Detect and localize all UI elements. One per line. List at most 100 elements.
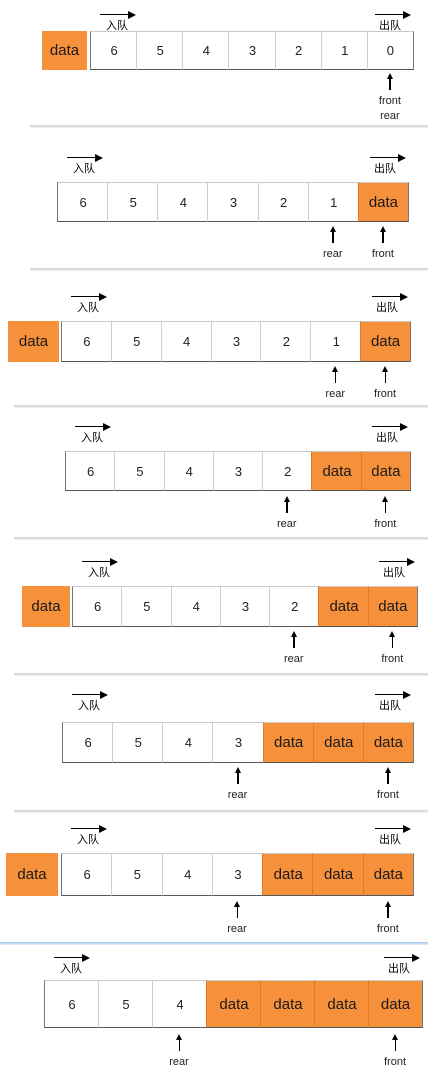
enqueue-label: 入队 [60, 963, 82, 975]
enqueue-label: 入队 [73, 163, 95, 175]
enqueue-arrow-icon [100, 11, 136, 19]
dequeue-arrow-icon [375, 825, 411, 833]
queue-cell: data [362, 722, 414, 763]
enqueue-label: 入队 [78, 700, 100, 712]
queue-cell: data [312, 722, 364, 763]
queue-cell: data [362, 853, 414, 896]
queue-cell: 4 [152, 980, 207, 1028]
enqueue-arrow-icon [54, 954, 90, 962]
queue-cell: data [368, 980, 423, 1028]
queue-cell: 6 [90, 31, 138, 70]
dequeue-arrow-icon [375, 691, 411, 699]
queue-cell: 6 [61, 853, 113, 896]
queue-cell: 5 [107, 182, 159, 222]
up-arrow-icon [379, 226, 386, 232]
front-label: front [371, 248, 394, 260]
queue-cell: 3 [219, 586, 271, 627]
enqueue-arrow-icon [71, 825, 107, 833]
queue-cell: data [262, 853, 314, 896]
pointer-front: front [365, 1034, 425, 1070]
queue-cell: 4 [162, 722, 214, 763]
up-arrow-icon [332, 366, 339, 372]
pointer-rear: rear [207, 901, 267, 937]
queue-cell: 4 [182, 31, 230, 70]
rear-label: rear [325, 388, 345, 400]
up-arrow-icon [382, 366, 389, 372]
up-arrow-icon [283, 496, 290, 502]
pointer-rear: rear [257, 496, 317, 532]
dequeue-label: 出队 [376, 432, 398, 444]
dequeue-arrow-icon [375, 11, 411, 19]
queue-cell: data [318, 586, 369, 627]
queue-cell: 5 [112, 722, 164, 763]
front-label: front [376, 923, 399, 935]
pointer-rear: rear [208, 767, 268, 803]
dequeue-label: 出队 [379, 700, 401, 712]
up-arrow-icon [384, 901, 391, 907]
enqueue-arrow-icon [82, 558, 118, 566]
arrow-stem [332, 231, 334, 243]
up-arrow-icon [234, 767, 241, 773]
queue-cell: 5 [111, 853, 163, 896]
pointer-rear: rear [305, 366, 365, 402]
queue-cell: 6 [44, 980, 99, 1028]
queue-cell: 5 [121, 586, 172, 627]
panel-separator [30, 125, 428, 128]
arrow-stem [387, 906, 389, 918]
queue-cell: 2 [274, 31, 322, 70]
queue-cell: 6 [61, 321, 112, 362]
arrow-stem [387, 772, 389, 784]
panel-separator [0, 942, 428, 945]
queue-cell: data [260, 980, 315, 1028]
enqueue-label: 入队 [81, 432, 103, 444]
arrow-stem [394, 1039, 396, 1051]
panel-separator [14, 537, 428, 540]
rear-label: rear [380, 110, 400, 122]
pointer-front: front [362, 631, 422, 667]
queue-cell: data [367, 586, 418, 627]
arrow-stem [384, 501, 387, 513]
enqueue-arrow-icon [67, 154, 103, 162]
dequeue-label: 出队 [376, 302, 398, 314]
incoming-data-block: data [8, 321, 59, 362]
incoming-data-block: data [22, 586, 70, 627]
dequeue-label: 出队 [374, 163, 396, 175]
queue-cell: 3 [207, 182, 259, 222]
rear-label: rear [227, 789, 248, 801]
arrow-stem [334, 371, 337, 383]
queue-cell: 4 [160, 321, 212, 362]
rear-label: rear [284, 653, 304, 665]
panel-separator [14, 810, 428, 813]
pointer-front: front [353, 226, 413, 262]
queue-cell: data [206, 980, 261, 1028]
front-label: front [376, 789, 399, 801]
rear-label: rear [277, 518, 297, 530]
arrow-stem [391, 636, 394, 648]
pointer-rear: rear [303, 226, 363, 262]
up-arrow-icon [176, 1034, 182, 1040]
queue-cell: 6 [62, 722, 114, 763]
queue-cell: data [314, 980, 369, 1028]
queue-cell: 6 [72, 586, 123, 627]
dequeue-arrow-icon [384, 954, 420, 962]
panel-separator [14, 673, 428, 676]
up-arrow-icon [382, 496, 389, 502]
queue-cell: 4 [157, 182, 209, 222]
up-arrow-icon [392, 1034, 398, 1040]
up-arrow-icon [329, 226, 336, 232]
dequeue-label: 出队 [388, 963, 410, 975]
enqueue-arrow-icon [71, 293, 107, 301]
queue-cell: data [360, 451, 411, 491]
rear-label: rear [169, 1056, 189, 1068]
arrow-stem [286, 501, 288, 513]
pointer-rear: rear [264, 631, 324, 667]
queue-cell: 5 [98, 980, 153, 1028]
queue-cell: data [360, 321, 411, 362]
up-arrow-icon [389, 631, 396, 637]
queue-cell: data [262, 722, 314, 763]
queue-cell: 6 [65, 451, 116, 491]
enqueue-label: 入队 [77, 834, 99, 846]
pointer-front: front [358, 767, 418, 803]
arrow-stem [237, 772, 239, 784]
